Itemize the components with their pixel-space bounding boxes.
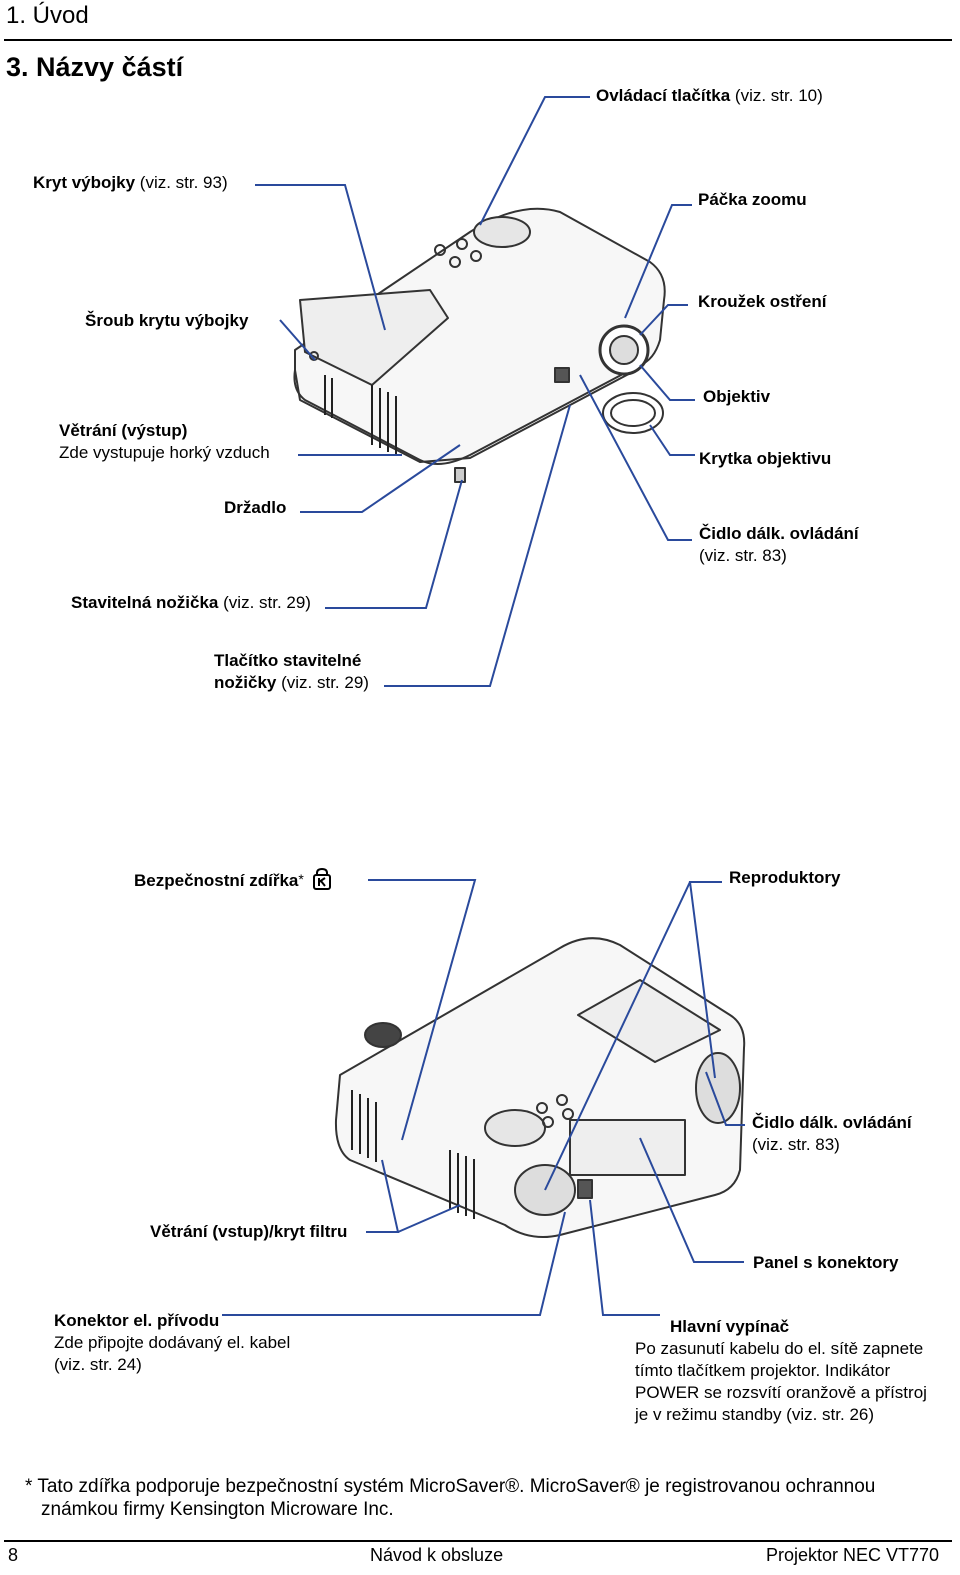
footnote-line1: * Tato zdířka podporuje bezpečnostní sys… — [25, 1476, 876, 1497]
leader-vent-in-2 — [397, 1204, 461, 1233]
label-main-switch-title: Hlavní vypínač — [670, 1316, 789, 1338]
label-desc-line1: Po zasunutí kabelu do el. sítě zapnete — [635, 1339, 924, 1358]
label-ref: (viz. str. 24) — [54, 1355, 142, 1374]
leader-connector-panel — [639, 1137, 744, 1263]
label-vent-in: Větrání (vstup)/kryt filtru — [150, 1221, 347, 1243]
label-lamp-cover: Kryt výbojky (viz. str. 93) — [33, 172, 228, 194]
label-name: Větrání (výstup) — [59, 421, 188, 440]
kensington-lock-icon — [312, 867, 331, 896]
leader-power-connector — [222, 1211, 566, 1316]
label-desc-line3: POWER se rozsvítí oranžově a přístroj — [635, 1383, 927, 1402]
footnote-star: * — [298, 871, 304, 887]
label-name: Panel s konektory — [753, 1253, 899, 1272]
section-title: 3. Názvy částí — [6, 52, 184, 82]
label-name: Ovládací tlačítka — [596, 86, 731, 105]
label-desc-line4: je v režimu standby (viz. str. 26) — [635, 1405, 875, 1424]
label-lens-cap: Krytka objektivu — [699, 448, 831, 470]
label-focus-ring: Kroužek ostření — [698, 291, 826, 313]
projector-front-illustration — [293, 207, 666, 483]
label-speakers: Reproduktory — [729, 867, 840, 889]
leader-zoom-lever — [624, 204, 692, 319]
label-lens: Objektiv — [703, 386, 770, 408]
leader-focus-ring — [639, 304, 688, 336]
label-name: Šroub krytu výbojky — [85, 311, 249, 330]
leader-control-buttons — [479, 96, 590, 226]
leader-adjustable-foot — [325, 479, 463, 609]
leader-foot-button — [384, 404, 571, 687]
leader-security-slot — [368, 879, 477, 1141]
label-ref: (viz. str. 29) — [281, 673, 369, 692]
label-control-buttons: Ovládací tlačítka (viz. str. 10) — [596, 85, 823, 107]
leader-remote-sensor-bottom — [705, 1071, 745, 1126]
label-ref: (viz. str. 10) — [734, 86, 823, 105]
label-ref: (viz. str. 83) — [752, 1135, 840, 1154]
leader-lines-top — [255, 96, 695, 687]
label-handle: Držadlo — [224, 497, 286, 519]
label-name: Reproduktory — [729, 868, 841, 887]
projector-rear-illustration — [334, 937, 746, 1238]
leader-lamp-screw — [279, 319, 316, 361]
label-name: Čidlo dálk. ovládání — [752, 1113, 912, 1132]
label-name: Čidlo dálk. ovládání — [699, 524, 859, 543]
label-name: Stavitelná nožička — [71, 593, 219, 612]
label-connector-panel: Panel s konektory — [753, 1252, 899, 1274]
label-zoom-lever: Páčka zoomu — [698, 189, 807, 211]
leader-main-switch — [589, 1199, 660, 1316]
label-desc: Zde vystupuje horký vzduch — [59, 443, 270, 462]
label-name: Konektor el. přívodu — [54, 1311, 220, 1330]
label-name-line1: Tlačítko stavitelné — [214, 651, 362, 670]
label-name: Držadlo — [224, 498, 287, 517]
label-desc: Zde připojte dodávaný el. kabel — [54, 1333, 291, 1352]
label-name: Hlavní vypínač — [670, 1317, 790, 1336]
chapter-title: 1. Úvod — [6, 2, 89, 29]
label-adjustable-foot: Stavitelná nožička (viz. str. 29) — [71, 592, 311, 614]
label-desc-line2: tímto tlačítkem projektor. Indikátor — [635, 1361, 891, 1380]
label-main-switch-desc: Po zasunutí kabelu do el. sítě zapnete t… — [635, 1338, 927, 1426]
label-name: Páčka zoomu — [698, 190, 807, 209]
label-name: Bezpečnostní zdířka — [134, 871, 299, 890]
leader-lens-cap — [649, 424, 695, 456]
label-ref: (viz. str. 93) — [139, 173, 228, 192]
leader-lamp-cover — [255, 184, 386, 331]
page-number: 8 — [8, 1545, 19, 1565]
label-name: Kryt výbojky — [33, 173, 136, 192]
label-foot-button: Tlačítko stavitelné nožičky (viz. str. 2… — [214, 650, 369, 694]
label-power-connector: Konektor el. přívodu Zde připojte dodáva… — [54, 1310, 290, 1376]
header-rule — [4, 39, 952, 41]
leader-lines-bottom — [222, 879, 745, 1316]
label-name-line2: nožičky — [214, 673, 277, 692]
label-name: Objektiv — [703, 387, 771, 406]
label-name: Kroužek ostření — [698, 292, 827, 311]
footer-product-name: Projektor NEC VT770 — [766, 1545, 940, 1565]
leader-handle — [300, 444, 461, 513]
label-remote-sensor-bottom: Čidlo dálk. ovládání (viz. str. 83) — [752, 1112, 912, 1156]
footer-manual-title: Návod k obsluze — [370, 1545, 504, 1565]
footer-rule — [4, 1540, 952, 1542]
leader-remote-sensor-top — [579, 374, 692, 541]
label-ref: (viz. str. 83) — [699, 546, 787, 565]
label-ref: (viz. str. 29) — [223, 593, 311, 612]
label-name: Větrání (vstup)/kryt filtru — [150, 1222, 348, 1241]
leader-lens — [639, 364, 695, 401]
leader-speakers-right — [688, 881, 722, 1079]
footnote-line2: známkou firmy Kensington Microware Inc. — [41, 1499, 394, 1520]
label-name: Krytka objektivu — [699, 449, 832, 468]
label-vent-out: Větrání (výstup) Zde vystupuje horký vzd… — [59, 420, 270, 464]
label-remote-sensor-top: Čidlo dálk. ovládání (viz. str. 83) — [699, 523, 859, 567]
label-security-slot: Bezpečnostní zdířka* — [134, 867, 331, 896]
label-lamp-cover-screw: Šroub krytu výbojky — [85, 310, 248, 332]
